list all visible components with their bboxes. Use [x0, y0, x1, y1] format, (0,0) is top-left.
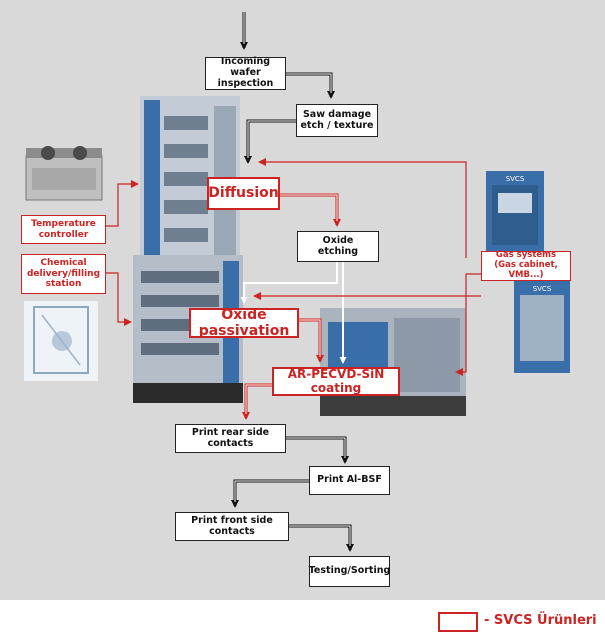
step-saw-damage-etch: Saw damage etch / texture: [296, 104, 378, 137]
label-temperature-controller: Temperature controller: [21, 215, 106, 244]
diffusion-furnace-image: [140, 96, 240, 261]
chemical-station-image: [24, 301, 98, 381]
step-oxide-etching: Oxide etching: [297, 231, 379, 262]
line-chem-passivation: [106, 272, 132, 326]
step-oxide-passivation: Oxide passivation: [189, 307, 299, 339]
arrow-ar-rear: [242, 383, 272, 420]
arrow-front-testing: [289, 524, 354, 552]
step-incoming-wafer-inspection: Incoming wafer inspection: [205, 56, 286, 90]
step-testing-sorting: Testing/Sorting: [309, 556, 390, 587]
vmb-cabinet-brand: SVCS: [533, 285, 552, 293]
label-gas-systems: Gas systems (Gas cabinet, VMB...): [481, 250, 571, 281]
step-print-front-side-contacts: Print front side contacts: [175, 512, 289, 541]
flow-arrows: [106, 12, 481, 552]
label-chemical-delivery-station: Chemical delivery/filling station: [21, 254, 106, 294]
arrow-incoming-saw: [286, 72, 335, 99]
temperature-controller-image: [25, 146, 103, 201]
step-diffusion: Diffusion: [207, 177, 280, 210]
gas-cabinet-brand: SVCS: [506, 175, 525, 183]
arrow-saw-diffusion: [244, 119, 296, 164]
legend-text: - SVCS Ürünleri: [484, 613, 597, 628]
legend-bar: [0, 600, 605, 642]
arrow-albsf-front: [231, 479, 309, 508]
gas-cabinet-image: SVCS: [486, 171, 544, 255]
arrow-oxide-passivation: [240, 262, 338, 304]
step-print-al-bsf: Print Al-BSF: [309, 466, 390, 495]
step-ar-pecvd-sin-coating: AR-PECVD-SiN coating: [272, 367, 400, 396]
diagram-background: [0, 0, 605, 600]
legend-swatch: [438, 612, 478, 632]
line-gas-diffusion: [258, 158, 467, 258]
arrow-rear-albsf: [286, 436, 349, 464]
arrow-passivation-ar: [299, 318, 324, 363]
step-print-rear-side-contacts: Print rear side contacts: [175, 424, 286, 453]
arrow-diffusion-oxide: [280, 193, 341, 227]
vmb-cabinet-image: SVCS: [514, 281, 570, 373]
line-temp-diffusion: [106, 180, 139, 227]
line-gas-ar: [455, 273, 481, 376]
